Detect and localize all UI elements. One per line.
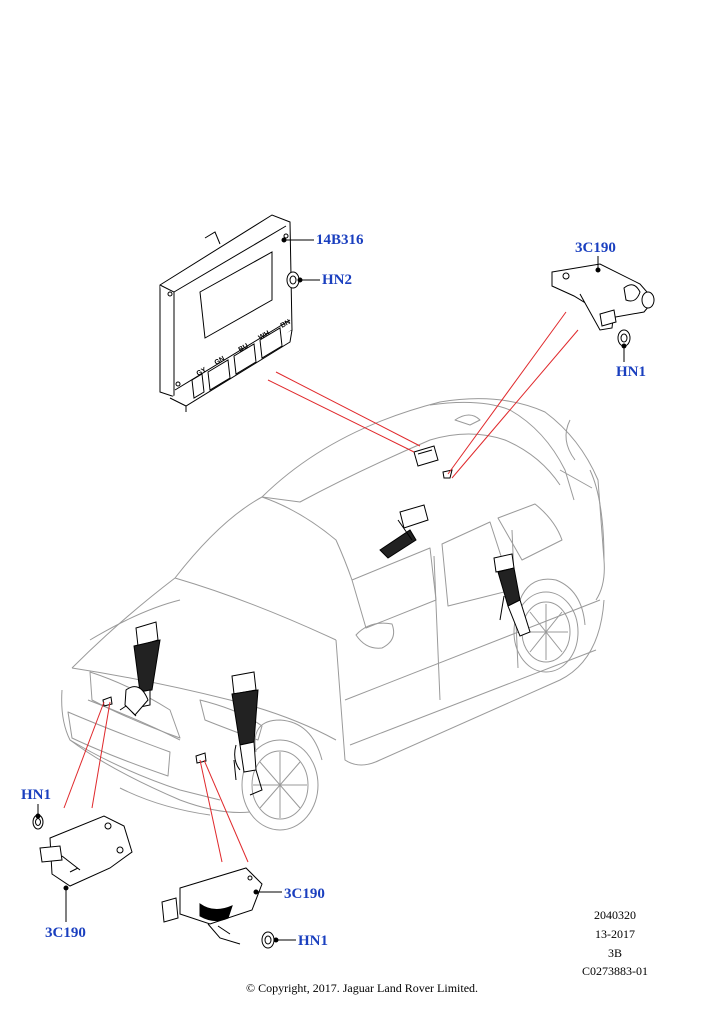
front-right-sensor-nut	[261, 931, 275, 949]
air-spring-rear-left	[379, 504, 429, 559]
callout-3c190-rear[interactable]: 3C190	[575, 240, 616, 256]
callout-14b316[interactable]: 14B316	[316, 232, 364, 248]
callout-hn1-front-right[interactable]: HN1	[298, 933, 328, 949]
callout-3c190-front-left[interactable]: 3C190	[45, 925, 86, 941]
connector-labels: GY GN BU WH BN	[196, 319, 292, 378]
front-right-sensor-location-marker	[195, 752, 207, 764]
rear-height-sensor	[551, 263, 655, 331]
leader-lines	[63, 311, 579, 863]
copyright-notice: © Copyright, 2017. Jaguar Land Rover Lim…	[245, 981, 479, 995]
connector-label-gy: GY	[196, 366, 209, 377]
air-spring-front-right	[231, 671, 263, 796]
callout-hn1-rear[interactable]: HN1	[616, 364, 646, 380]
reference-revision: 3B	[607, 946, 622, 960]
connector-label-wh: WH	[258, 330, 272, 342]
reference-code: C0273883-01	[582, 964, 648, 978]
suspension-control-module	[159, 214, 293, 412]
callout-3c190-front-right[interactable]: 3C190	[284, 886, 325, 902]
air-spring-rear-right	[493, 553, 531, 637]
module-location-marker	[413, 445, 439, 467]
connector-label-bn: BN	[280, 319, 292, 330]
connector-label-bu: BU	[238, 343, 250, 354]
module-nut	[286, 271, 300, 289]
callout-hn1-front-left[interactable]: HN1	[21, 787, 51, 803]
reference-number: 2040320	[594, 908, 636, 922]
front-left-sensor-nut	[32, 814, 44, 830]
air-spring-front-left	[119, 621, 161, 717]
callout-hn2[interactable]: HN2	[322, 272, 352, 288]
connector-label-gn: GN	[214, 355, 227, 366]
callout-leaders	[35, 237, 627, 943]
rear-sensor-nut	[617, 329, 631, 347]
reference-date: 13-2017	[595, 927, 635, 941]
front-right-height-sensor	[161, 867, 263, 945]
vehicle-outline	[61, 398, 605, 831]
front-left-sensor-location-marker	[102, 696, 113, 707]
front-left-height-sensor	[39, 815, 133, 887]
